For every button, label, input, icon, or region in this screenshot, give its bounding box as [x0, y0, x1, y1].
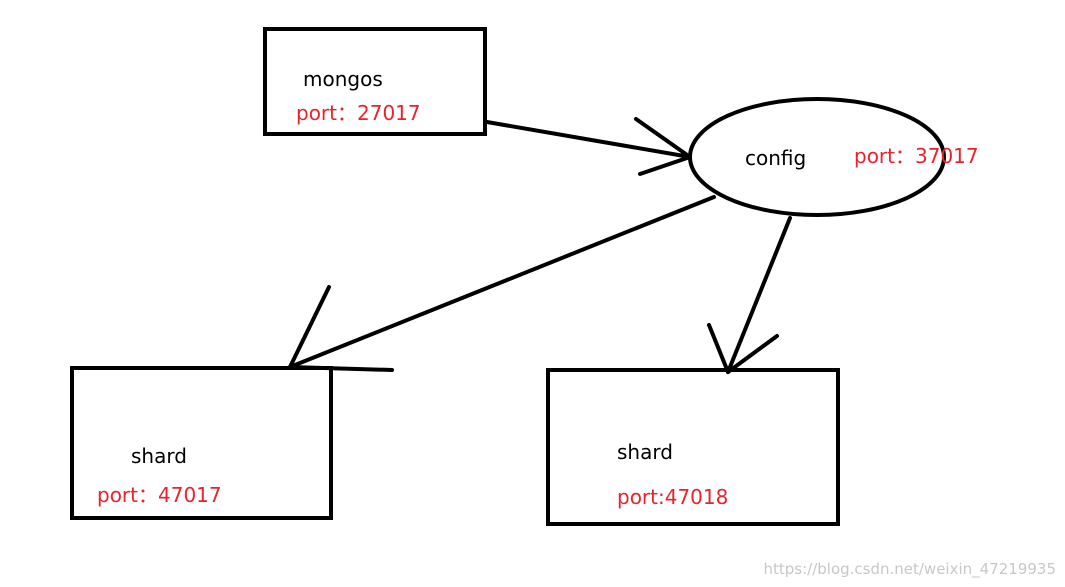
- arrow-shaft: [726, 216, 792, 374]
- arrow-head-lower: [638, 155, 692, 176]
- config-node: config port：37017: [688, 97, 979, 217]
- shard-right-port: port:47018: [617, 485, 728, 509]
- mongos-node: mongos port：27017: [263, 27, 487, 136]
- shard-left-label: shard: [131, 444, 187, 468]
- arrow-head-right: [726, 334, 779, 374]
- arrow-head-left: [707, 323, 730, 374]
- arrow-head-upper: [288, 285, 331, 369]
- shard-left-port: port：47017: [97, 483, 222, 507]
- arrow-head-lower: [288, 365, 394, 372]
- config-label: config: [745, 146, 806, 170]
- shard-right-node: shard port:47018: [546, 368, 840, 526]
- arrow-head-upper: [634, 117, 692, 159]
- arrow-shaft: [485, 120, 692, 159]
- mongos-box: [263, 27, 487, 136]
- arrow-config-to-shard-left: [288, 195, 716, 372]
- config-port: port：37017: [854, 144, 979, 168]
- mongos-label: mongos: [303, 67, 383, 91]
- watermark-text: https://blog.csdn.net/weixin_47219935: [763, 560, 1056, 579]
- mongos-port: port：27017: [296, 101, 421, 125]
- shard-left-node: shard port：47017: [70, 366, 333, 520]
- shard-left-box: [70, 366, 333, 520]
- arrow-shaft: [288, 195, 716, 369]
- arrow-mongos-to-config: [485, 117, 692, 176]
- shard-right-box: [546, 368, 840, 526]
- arrow-config-to-shard-right: [707, 216, 792, 374]
- shard-right-label: shard: [617, 440, 673, 464]
